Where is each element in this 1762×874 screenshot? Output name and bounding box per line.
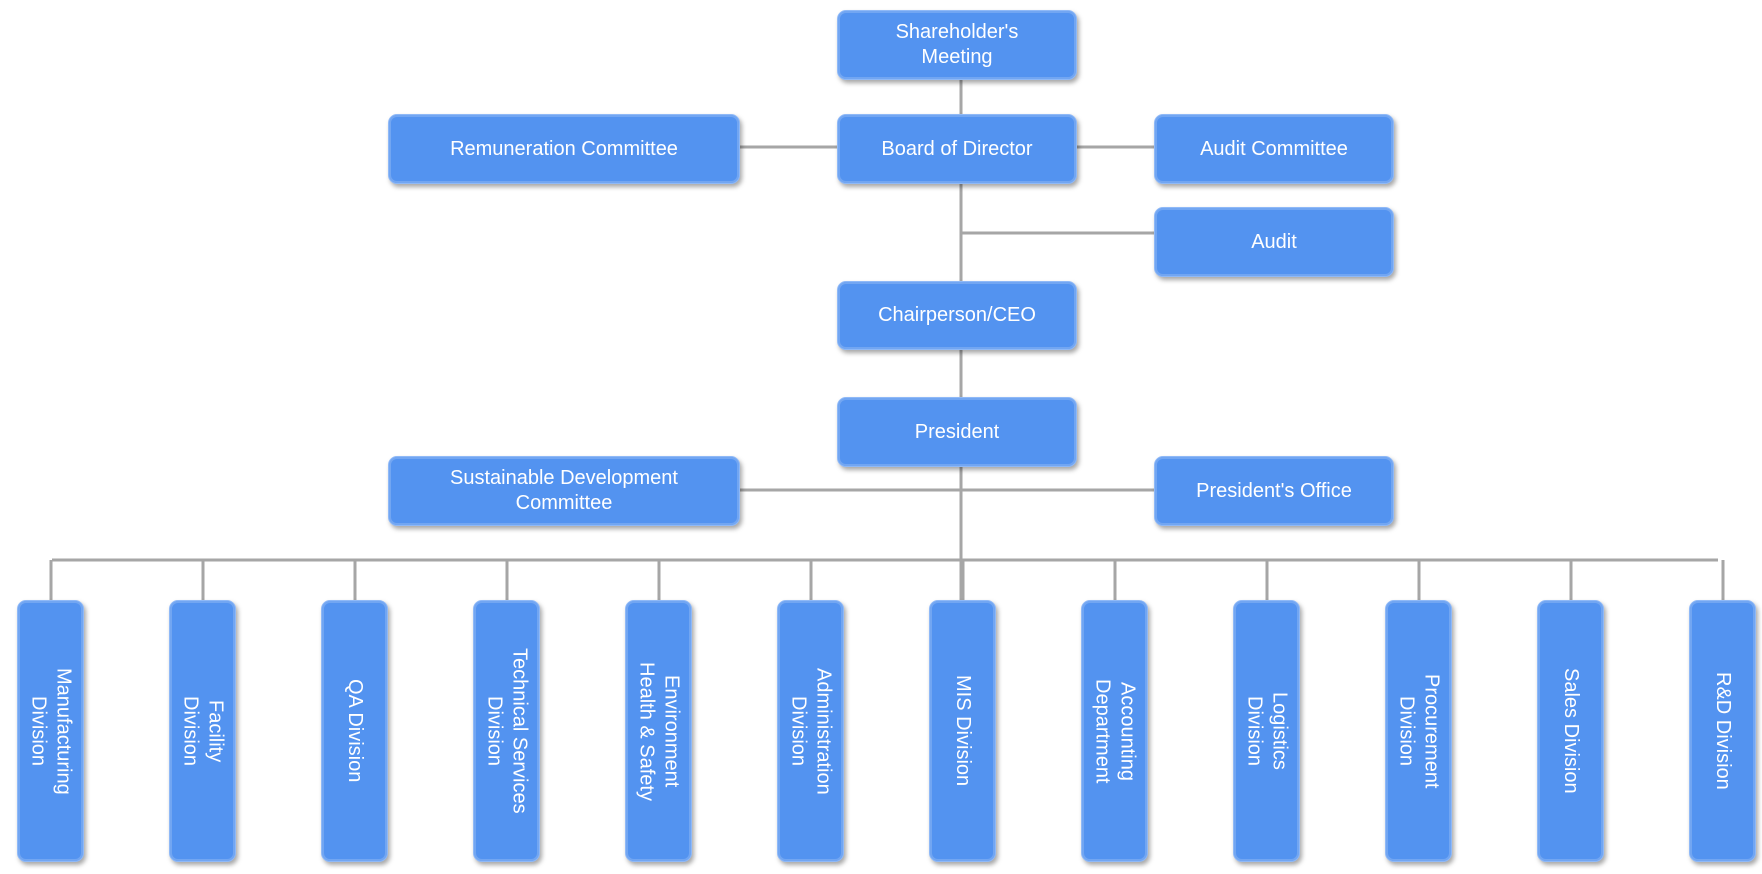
chairperson-ceo-node: Chairperson/CEO: [837, 281, 1077, 350]
division-label: MIS Division: [952, 675, 974, 787]
presidents-office-label: President's Office: [1196, 479, 1352, 502]
remuneration-committee-node: Remuneration Committee: [388, 114, 740, 184]
division-label: Technical Services Division: [483, 648, 531, 814]
division-node: Environment Health & Safety: [625, 600, 692, 862]
division-node: Manufacturing Division: [17, 600, 84, 862]
chairperson-ceo-label: Chairperson/CEO: [878, 304, 1036, 326]
division-node: Accounting Department: [1081, 600, 1148, 862]
division-label: Procurement Division: [1395, 673, 1443, 789]
division-label: R&D Division: [1712, 672, 1734, 790]
division-label: Facility Division: [179, 695, 227, 767]
presidents-office-node: President's Office: [1154, 456, 1394, 526]
division-label: Administration Division: [787, 667, 835, 795]
division-node: Facility Division: [169, 600, 236, 862]
audit-committee-label: Audit Committee: [1200, 137, 1348, 160]
division-label: QA Division: [344, 679, 366, 783]
board-of-director-node: Board of Director: [837, 114, 1077, 184]
connector-lines: [49, 80, 1725, 600]
remuneration-committee-label: Remuneration Committee: [450, 137, 678, 160]
division-label: Manufacturing Division: [27, 667, 75, 795]
division-node: QA Division: [321, 600, 388, 862]
president-node: President: [837, 397, 1077, 467]
board-of-director-label: Board of Director: [881, 137, 1033, 160]
division-node: Logistics Division: [1233, 600, 1300, 862]
division-node: R&D Division: [1689, 600, 1756, 862]
audit-committee-node: Audit Committee: [1154, 114, 1394, 184]
president-label: President: [914, 420, 1000, 443]
sustainable-development-committee-node: Sustainable Development Committee: [388, 456, 740, 526]
division-node: Procurement Division: [1385, 600, 1452, 862]
sustainable-development-committee-label: Sustainable Development Committee: [450, 467, 678, 514]
division-node: Administration Division: [777, 600, 844, 862]
division-label: Accounting Department: [1091, 678, 1139, 784]
division-node: Technical Services Division: [473, 600, 540, 862]
division-label: Sales Division: [1560, 668, 1582, 794]
division-node: Sales Division: [1537, 600, 1604, 862]
shareholders-meeting-node: Shareholder's Meeting: [837, 10, 1077, 80]
shareholders-meeting-label: Shareholder's Meeting: [895, 21, 1019, 68]
division-node: MIS Division: [929, 600, 996, 862]
division-label: Logistics Division: [1243, 692, 1291, 770]
division-label: Environment Health & Safety: [635, 661, 683, 801]
audit-label: Audit: [1251, 230, 1297, 253]
audit-node: Audit: [1154, 207, 1394, 277]
division-drop-lines: [49, 560, 1725, 600]
